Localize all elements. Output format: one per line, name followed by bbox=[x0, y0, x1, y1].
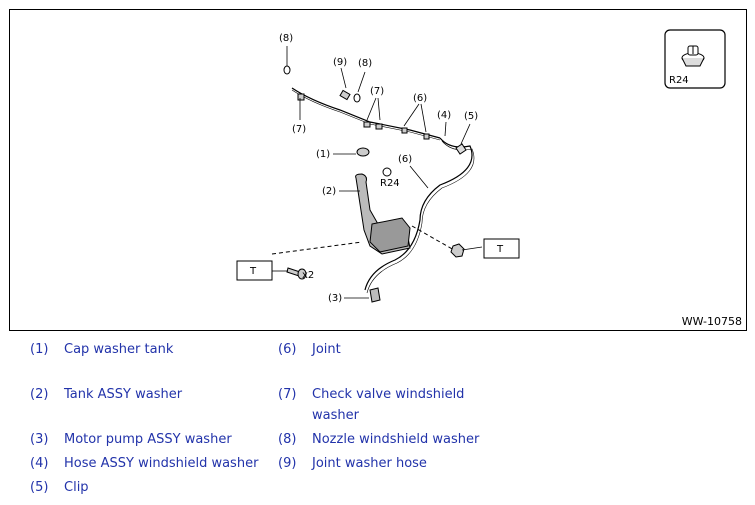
washer-hose bbox=[291, 87, 475, 294]
tank-assy bbox=[355, 173, 411, 255]
legend-text-5: Clip bbox=[64, 480, 89, 495]
callout-2: (2) bbox=[322, 186, 336, 197]
callout-r24: R24 bbox=[380, 178, 400, 189]
joints bbox=[401, 127, 430, 140]
torque-box-right: T bbox=[483, 238, 520, 259]
legend-num-9: (9) bbox=[278, 456, 297, 471]
diagram-drawing: R24 bbox=[236, 29, 726, 304]
torque-label-right: T bbox=[496, 244, 504, 255]
nozzle-right bbox=[353, 93, 361, 103]
nut bbox=[450, 243, 465, 258]
legend-text-7: Check valve windshield washer bbox=[312, 387, 465, 423]
legend-text-8: Nozzle windshield washer bbox=[312, 432, 480, 447]
clip-part bbox=[455, 143, 467, 155]
check-valves bbox=[297, 93, 383, 130]
legend-num-5: (5) bbox=[30, 480, 49, 495]
callout-3: (3) bbox=[328, 293, 342, 304]
legend-text-3: Motor pump ASSY washer bbox=[64, 432, 232, 447]
callout-9: (9) bbox=[333, 57, 347, 68]
callout-6-mid: (6) bbox=[398, 154, 412, 165]
legend-num-8: (8) bbox=[278, 432, 297, 447]
inset-r24-label: R24 bbox=[669, 75, 689, 86]
legend-num-6: (6) bbox=[278, 342, 297, 357]
callout-x2: x2 bbox=[302, 270, 314, 281]
legend-text-1: Cap washer tank bbox=[64, 342, 174, 357]
callout-7-top: (7) bbox=[370, 86, 384, 97]
callout-1: (1) bbox=[316, 149, 330, 160]
joint-washer-hose bbox=[339, 89, 351, 101]
legend-num-7: (7) bbox=[278, 387, 297, 402]
torque-box-left: T bbox=[236, 260, 273, 281]
parts-diagram: R24 bbox=[9, 9, 747, 331]
nozzle-left bbox=[283, 65, 291, 75]
inset-box: R24 bbox=[664, 29, 726, 89]
legend-num-4: (4) bbox=[30, 456, 49, 471]
legend-text-9: Joint washer hose bbox=[312, 456, 427, 471]
torque-label-left: T bbox=[249, 266, 257, 277]
callout-6-top: (6) bbox=[413, 93, 427, 104]
legend-text-6: Joint bbox=[312, 342, 341, 357]
motor-pump bbox=[369, 287, 381, 303]
callout-7-left: (7) bbox=[292, 124, 306, 135]
callout-5: (5) bbox=[464, 111, 478, 122]
legend-num-1: (1) bbox=[30, 342, 49, 357]
legend-text-4: Hose ASSY windshield washer bbox=[64, 456, 259, 471]
r24-clip bbox=[382, 167, 392, 177]
legend-text-2: Tank ASSY washer bbox=[64, 387, 183, 402]
callout-8-top: (8) bbox=[279, 33, 293, 44]
leader-lines bbox=[272, 46, 483, 299]
callout-4: (4) bbox=[437, 110, 451, 121]
cap-washer-tank bbox=[356, 147, 370, 157]
legend-num-2: (2) bbox=[30, 387, 49, 402]
clip-icon bbox=[681, 45, 705, 67]
callout-8-mid: (8) bbox=[358, 58, 372, 69]
legend-num-3: (3) bbox=[30, 432, 49, 447]
figure-code: WW-10758 bbox=[681, 315, 742, 328]
mounting-lines bbox=[271, 225, 455, 255]
